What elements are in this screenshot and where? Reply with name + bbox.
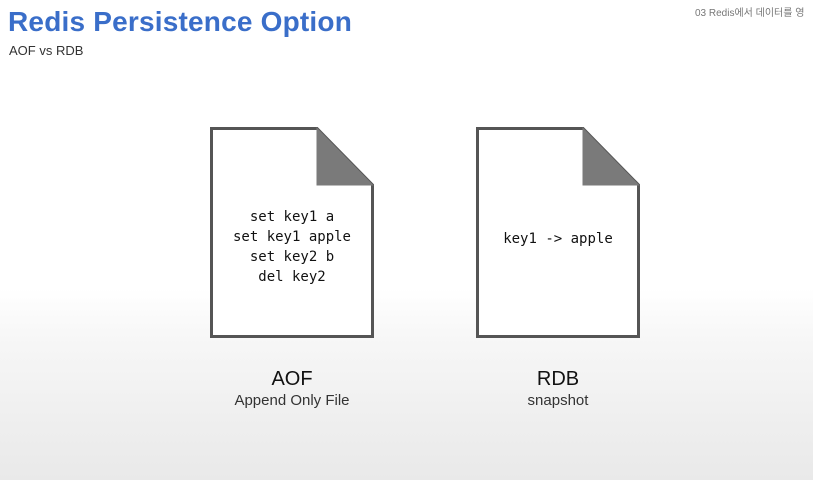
rdb-caption: RDB snapshot bbox=[468, 367, 648, 411]
aof-command-line: set key1 apple bbox=[232, 229, 351, 245]
aof-description: Append Only File bbox=[234, 392, 350, 409]
aof-document: set key1 a set key1 apple set key2 b del… bbox=[210, 127, 374, 338]
rdb-file-icon bbox=[476, 127, 640, 338]
slide-subtitle: AOF vs RDB bbox=[9, 43, 84, 58]
breadcrumb: 03 Redis에서 데이터를 영 bbox=[695, 8, 805, 19]
rdb-snapshot-line: key1 -> apple bbox=[503, 231, 613, 247]
rdb-document: key1 -> apple bbox=[476, 127, 640, 338]
aof-commands: set key1 a set key1 apple set key2 b del… bbox=[210, 207, 374, 287]
rdb-snapshot-content: key1 -> apple bbox=[476, 229, 640, 249]
rdb-label: RDB bbox=[536, 368, 580, 390]
slide-title: Redis Persistence Option bbox=[8, 6, 353, 37]
aof-command-line: del key2 bbox=[258, 269, 326, 285]
aof-label: AOF bbox=[271, 368, 313, 390]
aof-command-line: set key1 a bbox=[249, 209, 335, 225]
aof-command-line: set key2 b bbox=[249, 249, 335, 265]
aof-file-icon bbox=[210, 127, 374, 338]
rdb-description: snapshot bbox=[527, 392, 589, 409]
aof-caption: AOF Append Only File bbox=[202, 367, 382, 411]
